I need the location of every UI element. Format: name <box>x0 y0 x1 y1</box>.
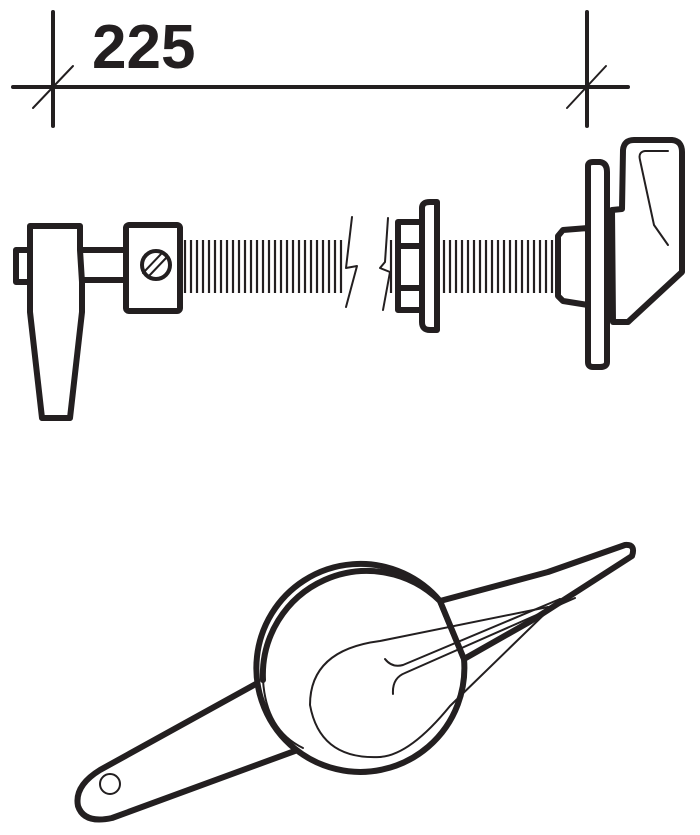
side-view <box>13 137 685 421</box>
tapered-lever <box>437 541 637 662</box>
lever-rib-lower <box>391 597 576 695</box>
lever-handle <box>27 223 85 421</box>
break-mark-left <box>345 216 358 308</box>
cone-boss <box>555 225 591 308</box>
flange-plate <box>585 159 610 370</box>
escutcheon-lever <box>609 137 685 325</box>
dimension-tick-right <box>566 65 607 109</box>
arm-hole <box>99 773 121 795</box>
dimension-value: 225 <box>92 13 195 82</box>
disc-outline-top <box>259 567 443 683</box>
washer <box>419 199 440 333</box>
thread-left <box>183 240 343 293</box>
square-boss <box>123 222 183 314</box>
screw-slot-1 <box>142 252 163 274</box>
escutcheon-disc <box>253 560 468 775</box>
grub-screw-icon <box>140 249 172 281</box>
handle-stub <box>13 247 33 285</box>
thread-right <box>442 240 554 293</box>
front-view <box>74 541 637 823</box>
dimension-tick-left <box>32 65 74 109</box>
dimension-line-group: 225 <box>11 10 630 128</box>
rear-arm <box>74 677 306 823</box>
screw-slot-2 <box>147 256 168 278</box>
handle-shaft <box>79 247 129 283</box>
break-mark-right <box>379 217 391 311</box>
hex-nut <box>395 219 425 313</box>
lever-rib-upper <box>384 598 561 667</box>
disc-inner-edge <box>262 679 304 749</box>
lever-highlight <box>638 150 669 246</box>
lever-root-outline <box>309 598 561 759</box>
